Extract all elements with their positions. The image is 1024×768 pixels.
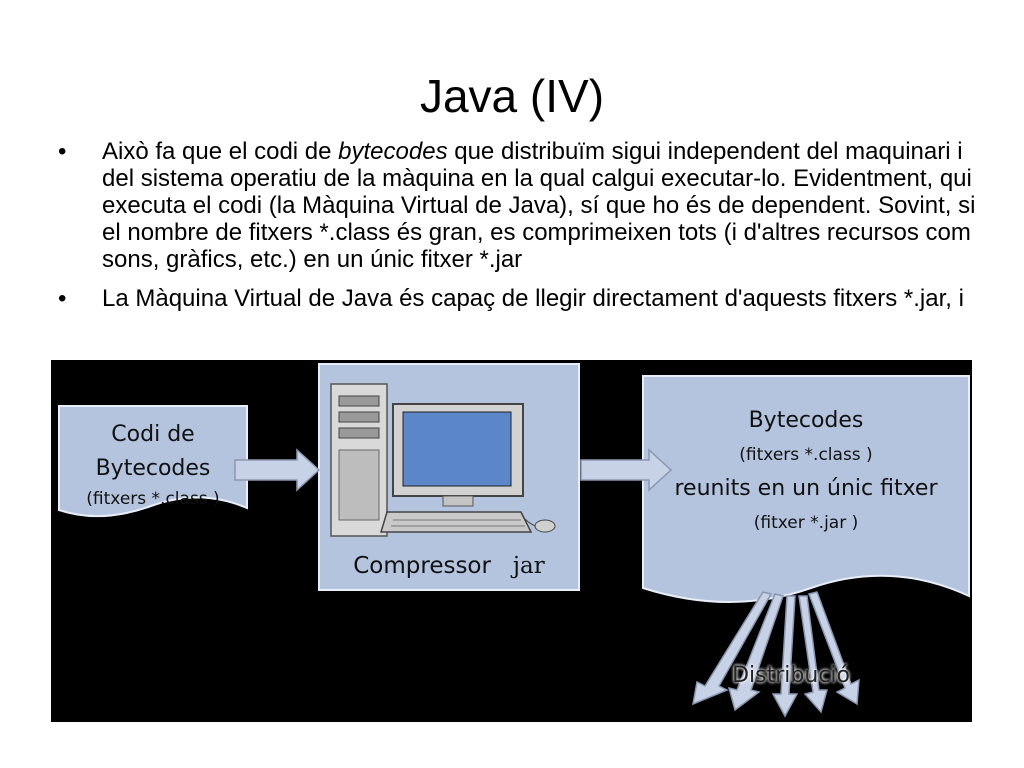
output-document-shape: [642, 375, 970, 603]
output-box-label: Bytecodes (fitxers *.class ) reunits en …: [643, 404, 969, 540]
bullet-text: Això fa que el codi de: [102, 138, 339, 165]
output-line-3: reunits en un únic fitxer: [674, 476, 938, 501]
slide-title: Java (IV): [419, 70, 605, 122]
arrow-right-icon: [234, 448, 321, 492]
bullet-list: • Això fa que el codi de bytecodes que d…: [58, 138, 978, 324]
bullet-item: • La Màquina Virtual de Java és capaç de…: [58, 285, 978, 312]
distribution-label: Distribució: [732, 663, 850, 688]
bullet-item: • Això fa que el codi de bytecodes que d…: [58, 138, 978, 273]
jar-distribution-diagram: Codi de Bytecodes (fitxers *.class ) Com…: [51, 360, 972, 722]
diagram-shapes: [58, 363, 970, 718]
source-box-label: Codi de Bytecodes (fitxers *.class ): [59, 418, 247, 512]
bullet-text-continued: que distribuïm sigui independent del maq…: [102, 138, 976, 273]
source-line-2: Bytecodes: [95, 456, 211, 481]
compressor-label: Compressor jar: [319, 550, 579, 582]
compressor-text: Compressor: [353, 553, 491, 579]
distribution-arrows-icon: [692, 591, 860, 718]
bullet-emphasis: bytecodes: [338, 138, 448, 165]
bullet-marker: •: [58, 138, 67, 165]
arrow-right-icon: [580, 448, 673, 492]
computer-icon: [330, 383, 556, 537]
source-line-1: Codi de: [111, 422, 195, 447]
bullet-marker: •: [58, 285, 67, 312]
output-line-4: (fitxer *.jar ): [753, 513, 859, 533]
output-line-1: Bytecodes: [748, 408, 864, 433]
source-document-shape: [58, 405, 248, 518]
compressor-tool: jar: [512, 553, 545, 579]
output-line-2: (fitxers *.class ): [739, 445, 873, 465]
bullet-text: La Màquina Virtual de Java és capaç de l…: [102, 285, 964, 312]
source-line-3: (fitxers *.class ): [86, 489, 220, 509]
